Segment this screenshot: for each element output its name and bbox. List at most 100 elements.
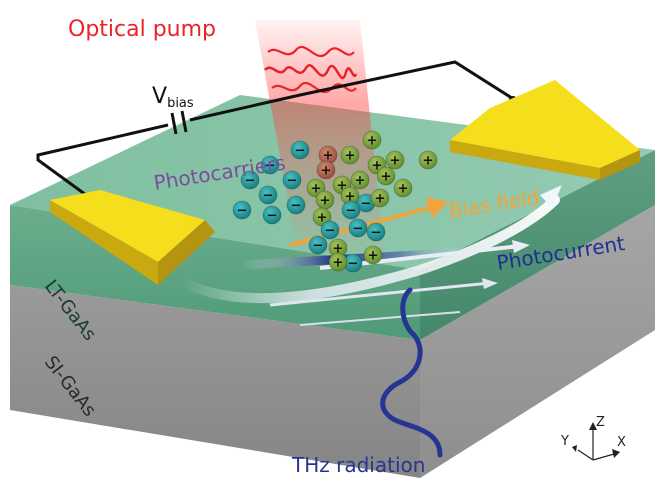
lt-gaas-side-face [420, 150, 655, 340]
charge-sign: + [375, 192, 386, 207]
current-arrowhead-2 [482, 278, 498, 289]
current-arrow-2 [269, 281, 491, 307]
x-axis-arrow [612, 449, 620, 458]
charge-sign: − [287, 174, 298, 189]
charge-sign: − [361, 197, 372, 212]
left-electrode-side [158, 220, 215, 285]
electron-charge: − [232, 200, 252, 220]
electron-charge: − [286, 195, 306, 215]
electron-charge: − [290, 140, 310, 160]
charge-sign: + [311, 182, 322, 197]
charge-circle [340, 145, 360, 165]
charge-circle [362, 130, 382, 150]
charge-sign: + [345, 190, 356, 205]
electron-charge: − [320, 220, 340, 240]
charge-circle [385, 150, 405, 170]
charge-circle [366, 222, 386, 242]
charge-circle [320, 220, 340, 240]
charge-sign: + [372, 159, 383, 174]
flow-arc [175, 195, 560, 304]
charge-sign: − [325, 224, 336, 239]
electron-charge: − [341, 200, 361, 220]
charge-sign: + [323, 149, 334, 164]
charge-circle [240, 170, 260, 190]
charge-sign: + [398, 182, 409, 197]
electron-charge: − [348, 218, 368, 238]
left-electrode-front [50, 200, 158, 285]
hole-charge: + [316, 160, 336, 180]
capacitor-plate-left [170, 112, 178, 135]
hole-charge: + [385, 150, 405, 170]
hole-charge: + [315, 190, 335, 210]
charge-sign: + [381, 170, 392, 185]
capacitor-plate-right [180, 110, 188, 133]
hole-charge: + [376, 166, 396, 186]
bias-wire [36, 60, 516, 202]
charge-sign: − [265, 159, 276, 174]
optical-pump-label: Optical pump [68, 17, 216, 42]
v-bias-label: Vbias [152, 84, 194, 111]
hole-charge: + [393, 178, 413, 198]
charge-circle [328, 252, 348, 272]
charge-circle [376, 166, 396, 186]
v-bias-main: V [152, 84, 167, 109]
current-arrowhead [512, 240, 530, 253]
charge-sign: − [348, 257, 359, 272]
charge-circle [232, 200, 252, 220]
si-gaas-substrate [10, 205, 655, 478]
right-electrode [450, 80, 640, 180]
right-electrode-front [450, 140, 600, 180]
si-gaas-front-face [10, 285, 420, 478]
charge-sign: − [353, 222, 364, 237]
flow-arc-arrowhead [540, 185, 562, 208]
charge-circle [286, 195, 306, 215]
pump-wave-packet [264, 64, 358, 80]
charge-sign: + [345, 149, 356, 164]
charge-circle [316, 160, 336, 180]
charge-circle [363, 245, 383, 265]
electron-charge: − [366, 222, 386, 242]
electron-charge: − [308, 235, 328, 255]
charge-sign: − [245, 174, 256, 189]
current-arrow-3 [299, 311, 461, 326]
hole-charge: + [328, 252, 348, 272]
charge-sign: − [346, 204, 357, 219]
charge-circle [393, 178, 413, 198]
charge-circle [350, 170, 370, 190]
charge-circle [262, 205, 282, 225]
thz-radiation-wave [380, 287, 443, 458]
left-electrode-top [50, 190, 205, 262]
charge-sign: + [317, 211, 328, 226]
charge-sign: + [423, 154, 434, 169]
hole-charge: + [370, 188, 390, 208]
pump-wave-packet-3 [271, 82, 357, 93]
electron-charge: − [260, 155, 280, 175]
left-electrode [50, 190, 215, 285]
x-axis-line [592, 453, 615, 461]
charge-circle [260, 155, 280, 175]
hole-charge: + [363, 245, 383, 265]
right-electrode-side [600, 150, 640, 180]
charge-sign: − [267, 209, 278, 224]
hole-charge: + [350, 170, 370, 190]
hole-charge: + [418, 150, 438, 170]
charge-circle [258, 185, 278, 205]
charge-sign: − [313, 239, 324, 254]
electron-charge: − [258, 185, 278, 205]
charge-sign: − [291, 199, 302, 214]
electron-charge: − [282, 170, 302, 190]
z-axis-arrow [589, 422, 597, 430]
y-axis-line [577, 449, 594, 461]
hole-charge: + [340, 186, 360, 206]
charge-circle [418, 150, 438, 170]
electron-charge: − [356, 193, 376, 213]
axis-y-label: Y [560, 434, 569, 449]
pump-wave-packet-2 [267, 46, 355, 57]
charge-sign: + [355, 174, 366, 189]
photocarrier-charges: +++−++++−−−+++++−−++−+−−+−−−−−++−+ [232, 130, 438, 273]
charge-circle [348, 218, 368, 238]
charge-circle [370, 188, 390, 208]
electron-charge: − [262, 205, 282, 225]
thz-radiation-label: THz radiation [291, 453, 425, 477]
